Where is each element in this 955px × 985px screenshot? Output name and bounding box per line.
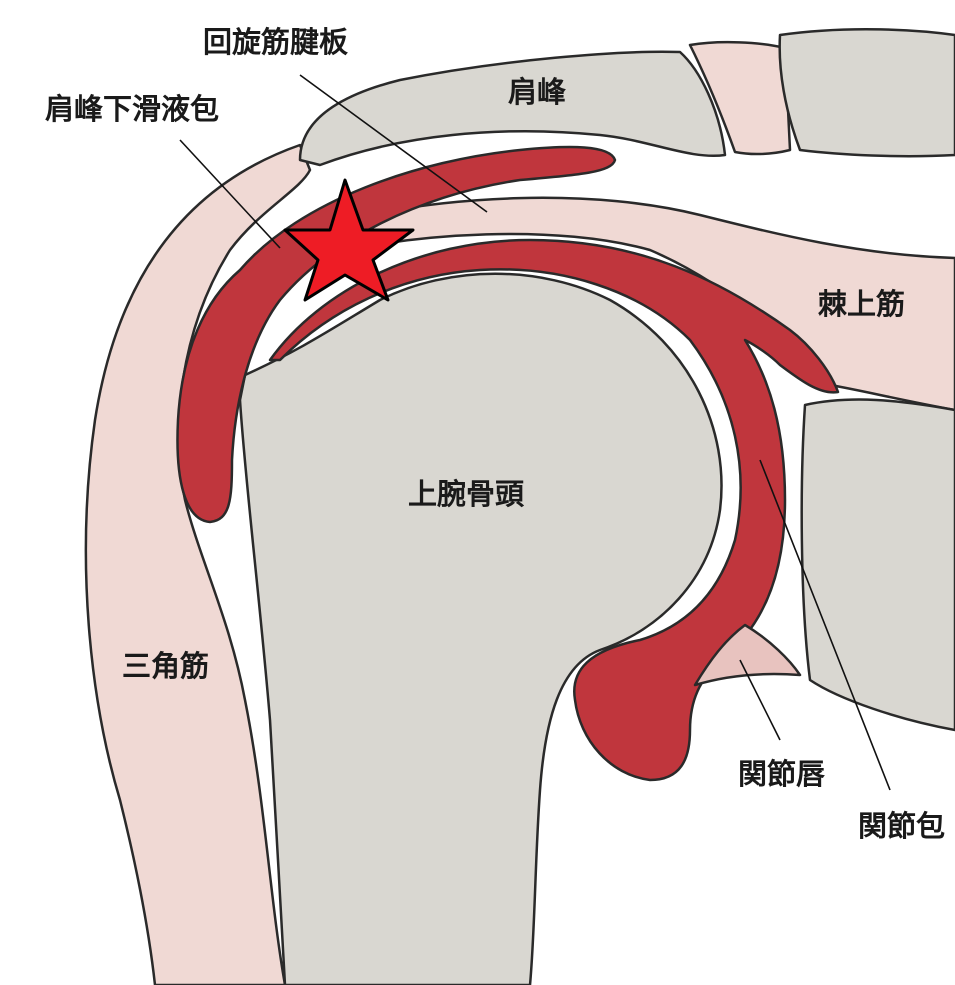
label-joint-capsule: 関節包 [858,809,946,843]
labrum [693,623,802,687]
leader-capsule [759,459,891,791]
label-supraspinatus: 棘上筋 [818,287,906,321]
acromion-bone [298,50,727,167]
glenoid-bone [800,398,955,732]
leader-labrum [739,659,781,741]
supraspinatus-muscle [298,196,955,412]
leader-rotator-cuff [299,74,488,213]
label-deltoid: 三角筋 [122,649,210,683]
star-icon [283,178,415,302]
joint-capsule [268,238,840,782]
rotator-cuff-tendon [176,145,617,524]
label-acromion: 肩峰 [508,75,567,109]
label-subacromial-bursa: 肩峰下滑液包 [45,92,220,126]
label-rotator-cuff: 回旋筋腱板 [203,25,349,59]
label-humeral-head: 上腕骨頭 [408,477,525,511]
clavicle-bone-2 [778,27,955,158]
leader-bursa [179,139,281,249]
clavicle-bone [688,40,792,156]
humerus-bone [238,272,723,985]
label-labrum: 関節唇 [738,757,826,791]
